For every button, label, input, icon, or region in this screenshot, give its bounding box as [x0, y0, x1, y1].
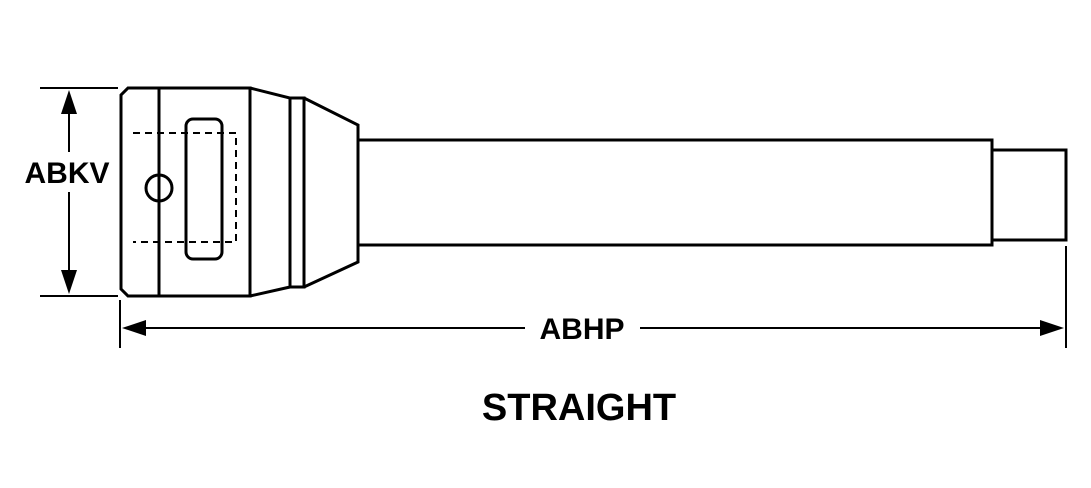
height-dimension: ABKV — [24, 87, 118, 297]
collet-head — [119, 86, 252, 298]
shank-tip — [990, 148, 1068, 242]
pin-hole — [144, 173, 174, 203]
taper-ring — [290, 96, 306, 289]
taper-cone — [303, 96, 360, 289]
height-arrow-up — [61, 90, 77, 114]
height-arrow-down — [61, 270, 77, 294]
height-dimension-label: ABKV — [24, 157, 109, 190]
taper-section — [249, 86, 360, 298]
slot — [184, 117, 224, 261]
taper-outline-1 — [249, 86, 292, 298]
length-arrow-right — [1040, 320, 1064, 336]
shank — [356, 138, 1068, 247]
length-arrow-left — [122, 320, 146, 336]
length-dimension: ABHP — [119, 246, 1067, 348]
shank-body — [356, 138, 994, 247]
length-dimension-label: ABHP — [539, 313, 624, 346]
drawing-caption: STRAIGHT — [482, 387, 676, 429]
